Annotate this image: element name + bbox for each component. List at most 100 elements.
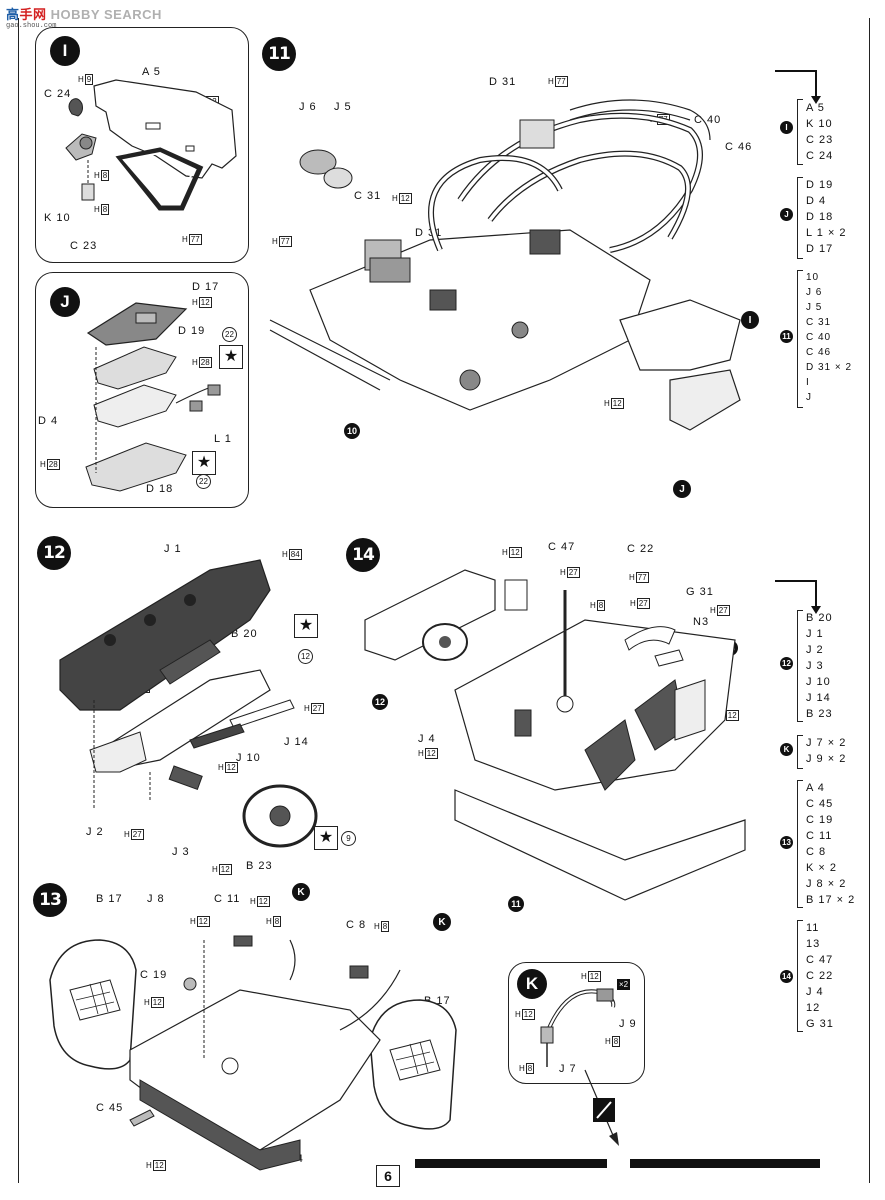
label-j7: J 7 xyxy=(559,1063,577,1075)
paint-star-icon: ★ xyxy=(192,451,216,475)
parts-list-item: C 22 xyxy=(806,970,834,982)
label-d18: D 18 xyxy=(146,483,174,495)
parts-list-item: J 10 xyxy=(806,676,831,688)
parts-list-item: 13 xyxy=(806,938,821,950)
label-c47: C 47 xyxy=(548,541,576,553)
step-12-badge: 12 xyxy=(37,536,71,570)
label-j9: J 9 xyxy=(619,1018,637,1030)
label-d31a: D 31 xyxy=(489,76,517,88)
parts-list-item: J 3 xyxy=(806,660,824,672)
parts-list-item: B 23 xyxy=(806,708,833,720)
parts-list-item: B 20 xyxy=(806,612,833,624)
parts-list-item: J 14 xyxy=(806,692,831,704)
parts-list-item: 12 xyxy=(806,1002,821,1014)
parts-list-14-badge: 14 xyxy=(780,970,793,983)
paint-star-icon: ★ xyxy=(219,345,243,369)
parts-list-arrow-2 xyxy=(775,580,821,614)
parts-list-item: G 31 xyxy=(806,1018,834,1030)
parts-list-item: C 8 xyxy=(806,846,827,858)
page-number: 6 xyxy=(376,1165,400,1187)
step-i-badge: I xyxy=(50,36,80,66)
label-c8: C 8 xyxy=(346,919,367,931)
ref-step-12: 12 xyxy=(372,694,388,710)
label-d19: D 19 xyxy=(178,325,206,337)
parts-list-k: J 7 × 2 J 9 × 2 xyxy=(806,735,846,767)
step-11-badge: 11 xyxy=(262,37,296,71)
label-g31: G 31 xyxy=(686,586,714,598)
parts-list-item: A 4 xyxy=(806,782,825,794)
label-c24: C 24 xyxy=(44,88,72,100)
parts-list-arrow-1 xyxy=(775,70,821,104)
multiplier-badge: ×2 xyxy=(617,979,631,990)
parts-list-item: C 47 xyxy=(806,954,834,966)
parts-list-j-bracket xyxy=(797,177,803,259)
parts-list-item: D 31 × 2 xyxy=(806,362,853,373)
ref-subassembly-i: I xyxy=(741,311,759,329)
parts-list-12: B 20 J 1 J 2 J 3 J 10 J 14 B 23 xyxy=(806,610,833,722)
paint-ref-22b: 22 xyxy=(196,474,211,489)
parts-list-i-badge: I xyxy=(780,121,793,134)
label-c45: C 45 xyxy=(96,1102,124,1114)
label-d17: D 17 xyxy=(192,281,220,293)
parts-list-item: C 19 xyxy=(806,814,834,826)
label-a5: A 5 xyxy=(142,66,161,78)
label-j10: J 10 xyxy=(236,752,261,764)
parts-list-item: J 1 xyxy=(806,628,824,640)
step-k-badge: K xyxy=(517,969,547,999)
ref-subassembly-k1: K xyxy=(292,883,310,901)
label-j8a: J 8 xyxy=(147,893,165,905)
parts-list-item: C 46 xyxy=(806,347,832,358)
parts-list-12-badge: 12 xyxy=(780,657,793,670)
parts-list-i: A 5 K 10 C 23 C 24 xyxy=(806,100,833,164)
parts-list-14: 11 13 C 47 C 22 J 4 12 G 31 xyxy=(806,920,834,1032)
paint-ref-12: 12 xyxy=(298,649,313,664)
label-c23: C 23 xyxy=(70,240,98,252)
parts-list-item: C 23 xyxy=(806,134,834,146)
step-k-drawing xyxy=(509,963,644,1083)
parts-list-i-bracket xyxy=(797,99,803,165)
parts-list-item: C 24 xyxy=(806,150,834,162)
parts-list-item: J 7 × 2 xyxy=(806,737,847,749)
parts-list-item: K × 2 xyxy=(806,862,837,874)
ref-step-10: 10 xyxy=(344,423,360,439)
parts-list-k-badge: K xyxy=(780,743,793,756)
parts-list-item: J 5 xyxy=(806,302,823,313)
ref-subassembly-j: J xyxy=(673,480,691,498)
step-13-badge: 13 xyxy=(33,883,67,917)
label-j14: J 14 xyxy=(284,736,309,748)
step-14-drawing xyxy=(355,560,775,920)
label-j2: J 2 xyxy=(86,826,104,838)
label-j6: J 6 xyxy=(299,101,317,113)
parts-list-item: J 8 × 2 xyxy=(806,878,847,890)
parts-list-item: K 10 xyxy=(806,118,833,130)
parts-list-j: D 19 D 4 D 18 L 1 × 2 D 17 xyxy=(806,177,847,257)
parts-list-item: D 19 xyxy=(806,179,834,191)
step-i-drawing xyxy=(36,28,248,262)
label-l1: L 1 xyxy=(214,433,232,445)
parts-list-14-bracket xyxy=(797,920,803,1032)
parts-list-item: C 45 xyxy=(806,798,834,810)
label-b23: B 23 xyxy=(246,860,273,872)
